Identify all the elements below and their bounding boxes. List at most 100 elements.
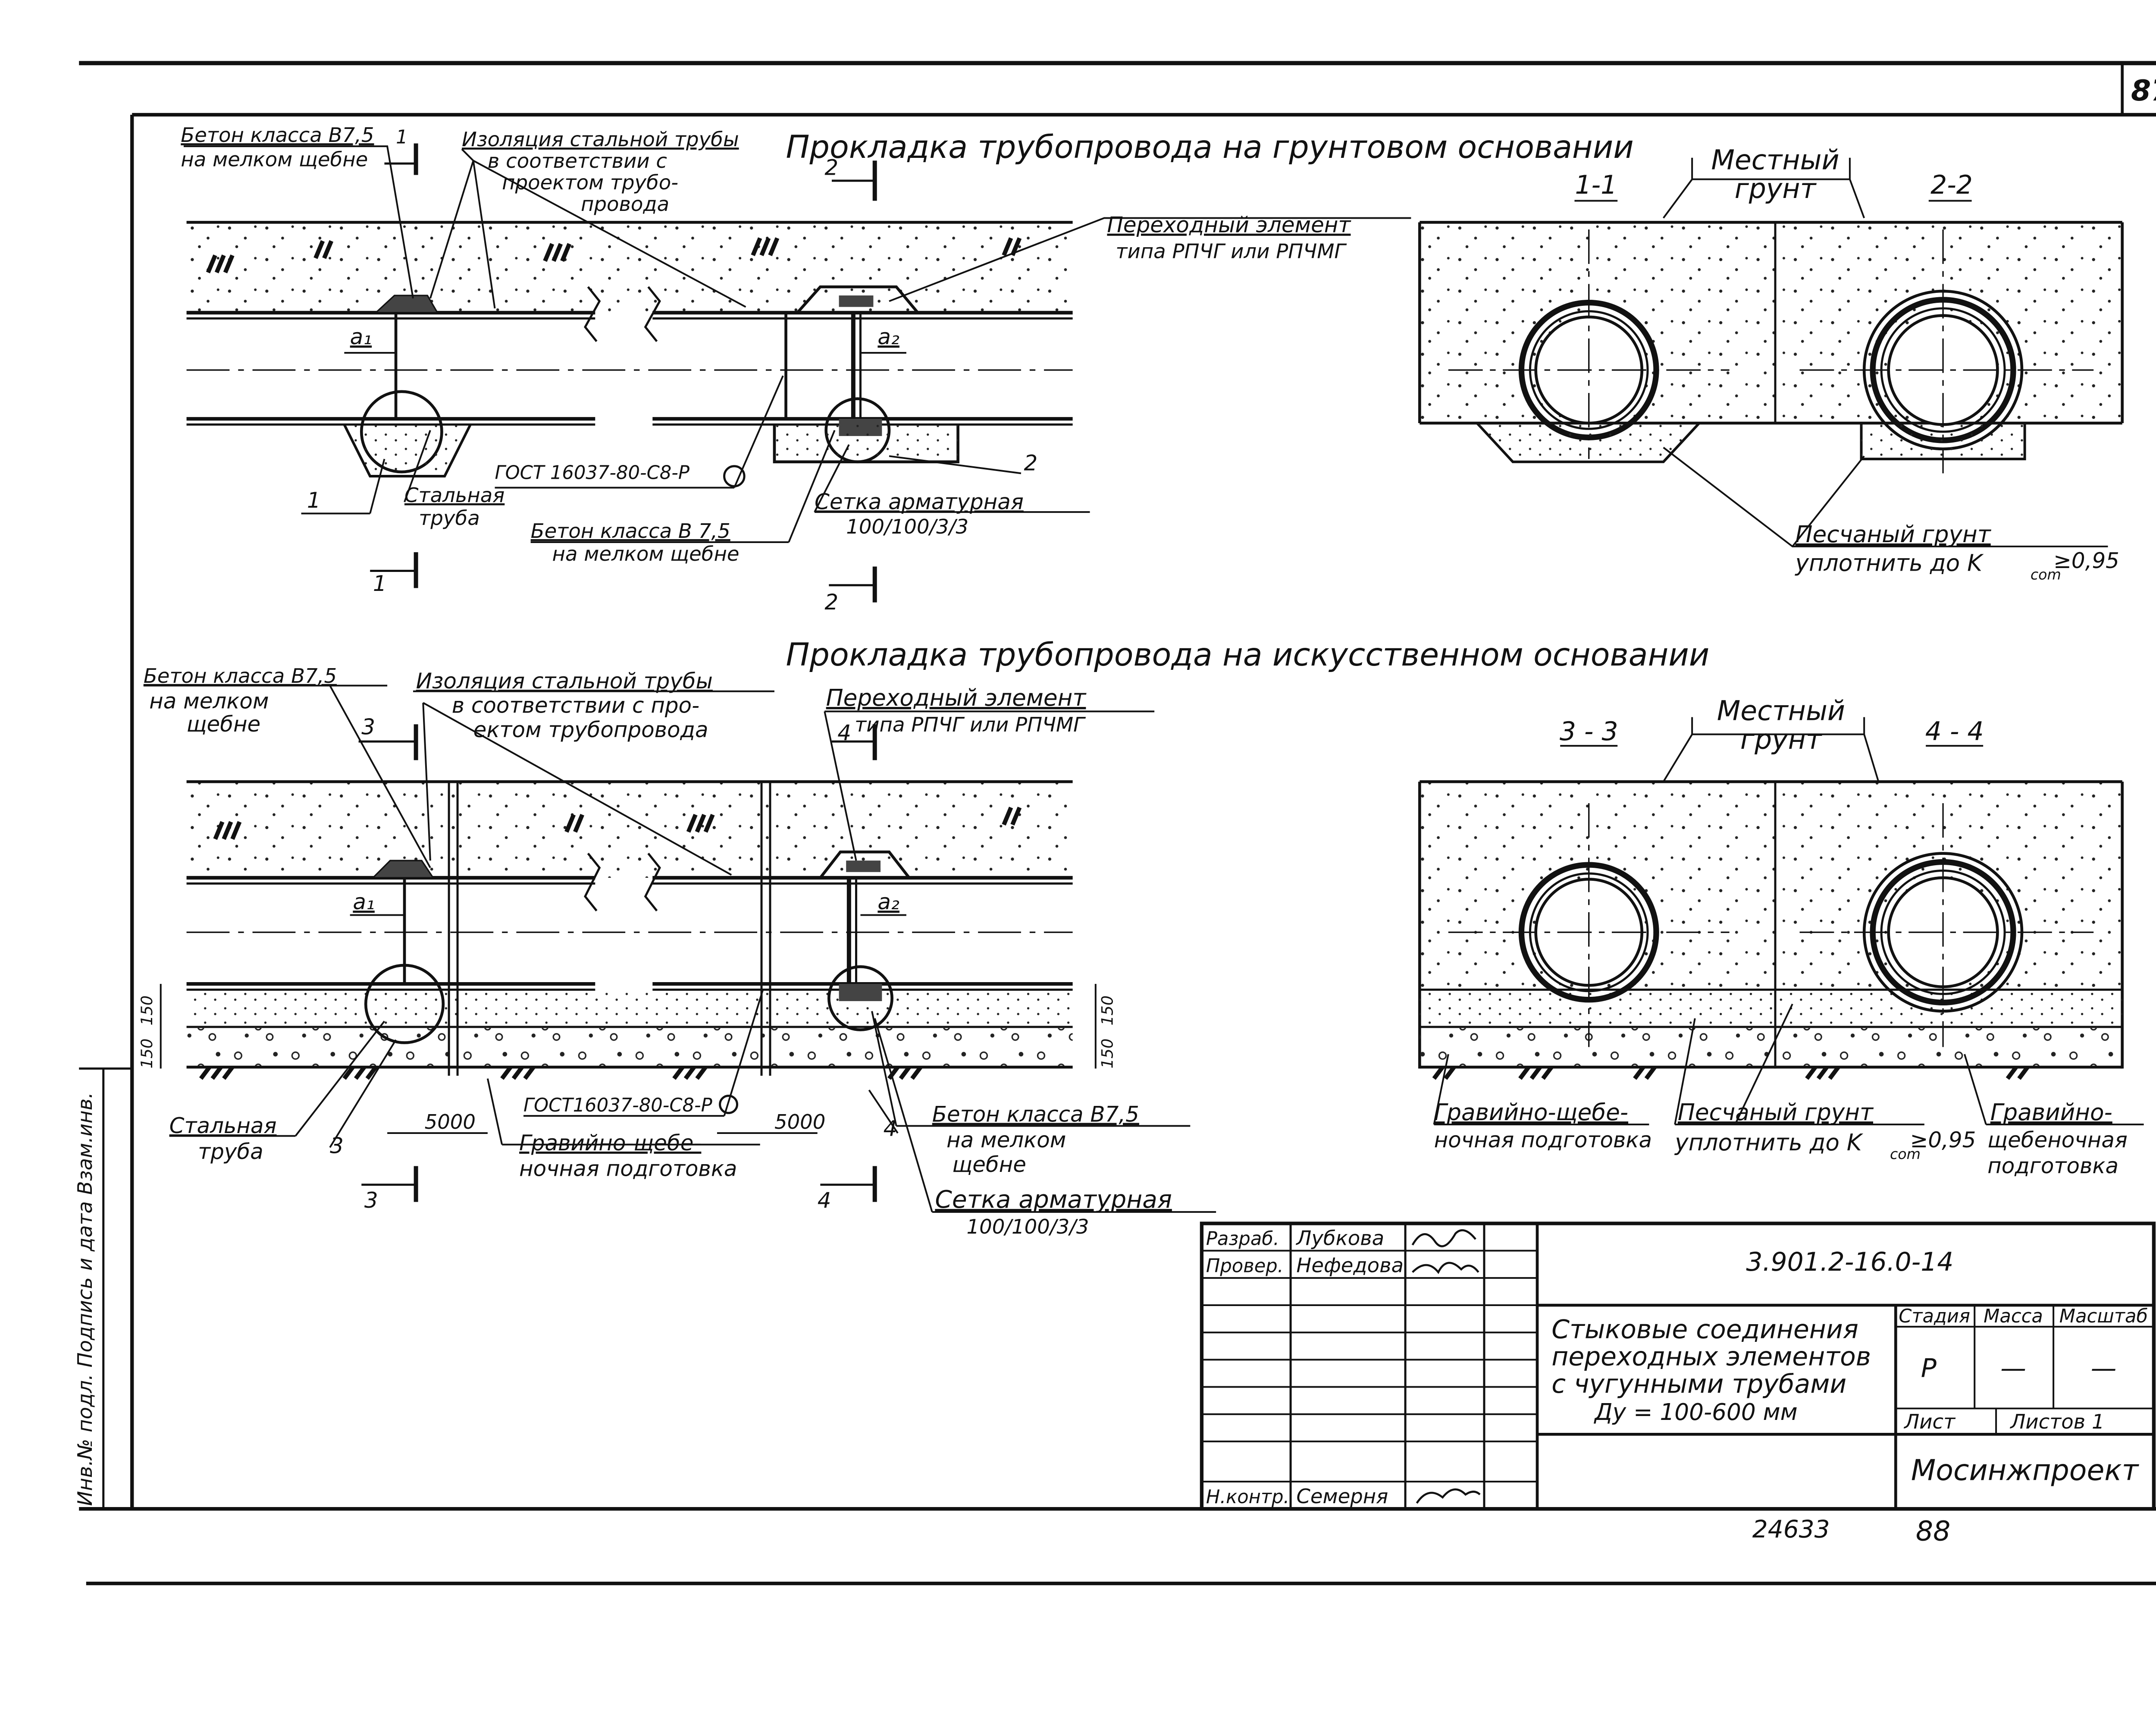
top-dim-a1: a₁ <box>350 324 372 349</box>
side-stamp: Инв.№ подл. Подпись и дата Взам.инв. <box>73 1092 97 1506</box>
bottom-gravel-right-label-1: Гравийно- <box>1990 1099 2112 1126</box>
top-sand-label-2: уплотнить до K <box>1795 550 1984 576</box>
bottom-steel-pipe-label-2: труба <box>198 1139 263 1164</box>
top-sand-label-value: ≥0,95 <box>2053 548 2119 573</box>
bottom-mesh-label-1: Сетка арматурная <box>935 1186 1172 1214</box>
top-local-soil-label-1: Местный <box>1711 144 1839 176</box>
bottom-insulation-label-3: ектом трубопровода <box>473 717 708 742</box>
page-number: 87 <box>2131 74 2156 107</box>
bottom-gravel-left-label-1: Гравийно-щебе- <box>1434 1099 1629 1126</box>
top-callout-2: 2 <box>1024 451 1038 476</box>
bottom-gravel-left-label-2: ночная подготовка <box>1434 1127 1652 1152</box>
tb-role-checked: Провер. <box>1206 1256 1284 1277</box>
archive-sheet: 88 <box>1916 1515 1950 1547</box>
bottom-sand-label-sub: com <box>1890 1146 1921 1162</box>
bottom-sand-label-2: уплотнить до K <box>1674 1129 1864 1156</box>
tb-value-mass: — <box>2000 1353 2026 1383</box>
tb-title-line-1: Стыковые соединения <box>1551 1314 1858 1344</box>
tb-organization: Мосинжпроект <box>1911 1454 2140 1487</box>
tb-title-line-4: Ду = 100-600 мм <box>1594 1399 1798 1426</box>
top-callout-1: 1 <box>307 488 321 513</box>
top-sand-label-1: Песчаный грунт <box>1796 521 1992 548</box>
top-cut-1-lower: 1 <box>373 571 387 596</box>
archive-number: 24633 <box>1752 1516 1830 1544</box>
top-cross-sections <box>1418 157 2124 547</box>
tb-title-line-2: переходных элементов <box>1551 1342 1871 1372</box>
bottom-dim-a1: a₁ <box>353 889 375 914</box>
bottom-steel-pipe-label-1: Стальная <box>169 1113 277 1138</box>
bottom-section-title: Прокладка трубопровода на искусственном … <box>786 637 1710 673</box>
bottom-dim-a2: a₂ <box>877 889 899 914</box>
bottom-callout-4: 4 <box>884 1116 897 1141</box>
bottom-concrete-a-label-1: Бетон класса В7,5 <box>144 664 337 688</box>
top-transition-label-2: типа РПЧГ или РПЧМГ <box>1116 240 1347 263</box>
bottom-cut-3-upper: 3 <box>361 715 375 740</box>
bottom-concrete-a-label-2: на мелком <box>149 689 269 714</box>
bottom-insulation-label-2: в соответствии с про- <box>452 693 699 718</box>
section-3-3-title: 3 - 3 <box>1560 716 1618 747</box>
top-concrete-b-label-1: Бетон класса В 7,5 <box>531 519 730 543</box>
tb-head-scale: Масштаб <box>2059 1306 2148 1327</box>
top-mesh-label-1: Сетка арматурная <box>815 489 1024 514</box>
tb-document-code: 3.901.2-16.0-14 <box>1746 1247 1953 1277</box>
top-concrete-a-label-2: на мелком щебне <box>181 148 368 171</box>
signature-checked <box>1412 1262 1479 1274</box>
tb-title-line-3: с чугунными трубами <box>1551 1369 1846 1399</box>
bottom-transition-label-1: Переходный элемент <box>826 685 1087 711</box>
top-insulation-label-1: Изоляция стальной трубы <box>462 128 739 151</box>
bottom-callout-3: 3 <box>330 1134 344 1159</box>
top-dim-a2: a₂ <box>877 324 899 349</box>
bottom-gravel-label-2: ночная подготовка <box>519 1156 737 1181</box>
top-mesh-label-2: 100/100/3/3 <box>846 515 968 538</box>
signature-developed <box>1411 1229 1476 1247</box>
section-4-4-title: 4 - 4 <box>1925 716 1984 747</box>
tb-head-mass: Масса <box>1984 1306 2043 1327</box>
bottom-concrete-a-label-3: щебне <box>187 712 261 737</box>
tb-name-developed: Лубкова <box>1295 1226 1384 1250</box>
top-cut-2-upper: 2 <box>824 155 838 180</box>
tb-head-stage: Стадия <box>1899 1306 1970 1327</box>
bottom-dim-150-b: 150 <box>138 1039 156 1069</box>
tb-value-stage: Р <box>1921 1353 1937 1383</box>
top-insulation-label-3: проектом трубо- <box>502 171 678 194</box>
bottom-dim-150-a: 150 <box>138 995 156 1026</box>
bottom-dim-5000-right: 5000 <box>774 1110 825 1134</box>
top-steel-pipe-label-2: труба <box>419 506 479 530</box>
bottom-cut-4-upper: 4 <box>837 720 851 745</box>
section-1-1-title: 1-1 <box>1575 170 1617 200</box>
tb-role-norm-control: Н.контр. <box>1206 1486 1289 1508</box>
signature-norm-control <box>1416 1488 1481 1504</box>
bottom-dim-150-d: 150 <box>1098 1039 1117 1069</box>
tb-name-checked: Нефедова <box>1296 1254 1404 1277</box>
bottom-gravel-right-label-2: щебеночная <box>1987 1127 2128 1152</box>
tb-head-sheet: Лист <box>1903 1410 1956 1433</box>
tb-role-developed: Разраб. <box>1206 1228 1279 1250</box>
bottom-longitudinal-section <box>143 685 1216 1213</box>
section-2-2-title: 2-2 <box>1930 170 1973 200</box>
bottom-local-soil-label-2: грунт <box>1740 723 1823 755</box>
top-gost-label: ГОСТ 16037-80-С8-Р <box>495 462 689 484</box>
bottom-gost-label: ГОСТ16037-80-С8-Р <box>523 1095 712 1116</box>
top-transition-label-1: Переходный элемент <box>1107 213 1351 238</box>
top-local-soil-label-2: грунт <box>1735 173 1817 204</box>
top-sand-label-sub: com <box>2031 566 2061 583</box>
bottom-concrete-b-label-1: Бетон класса В7,5 <box>932 1102 1139 1127</box>
title-block <box>1200 1222 2156 1511</box>
bottom-gravel-right-label-3: подготовка <box>1987 1153 2118 1178</box>
top-cut-1-upper: 1 <box>396 127 408 148</box>
bottom-sand-label-value: ≥0,95 <box>1910 1127 1976 1152</box>
bottom-cross-sections <box>1418 717 2144 1126</box>
bottom-gravel-label-1: Гравийно-щебе- <box>519 1130 701 1156</box>
top-concrete-a-label-1: Бетон класса В7,5 <box>181 123 374 147</box>
bottom-local-soil-label-1: Местный <box>1717 694 1845 726</box>
bottom-dim-150-c: 150 <box>1098 995 1117 1026</box>
bottom-mesh-label-2: 100/100/3/3 <box>967 1215 1089 1238</box>
tb-head-sheets: Листов 1 <box>2009 1410 2104 1433</box>
top-longitudinal-section <box>183 143 1411 603</box>
bottom-concrete-b-label-3: щебне <box>952 1152 1026 1177</box>
bottom-sand-label-1: Песчаный грунт <box>1678 1099 1874 1126</box>
top-cut-2-lower: 2 <box>824 590 838 615</box>
bottom-transition-label-2: типа РПЧГ или РПЧМГ <box>855 713 1086 736</box>
top-steel-pipe-label-1: Стальная <box>404 484 505 507</box>
